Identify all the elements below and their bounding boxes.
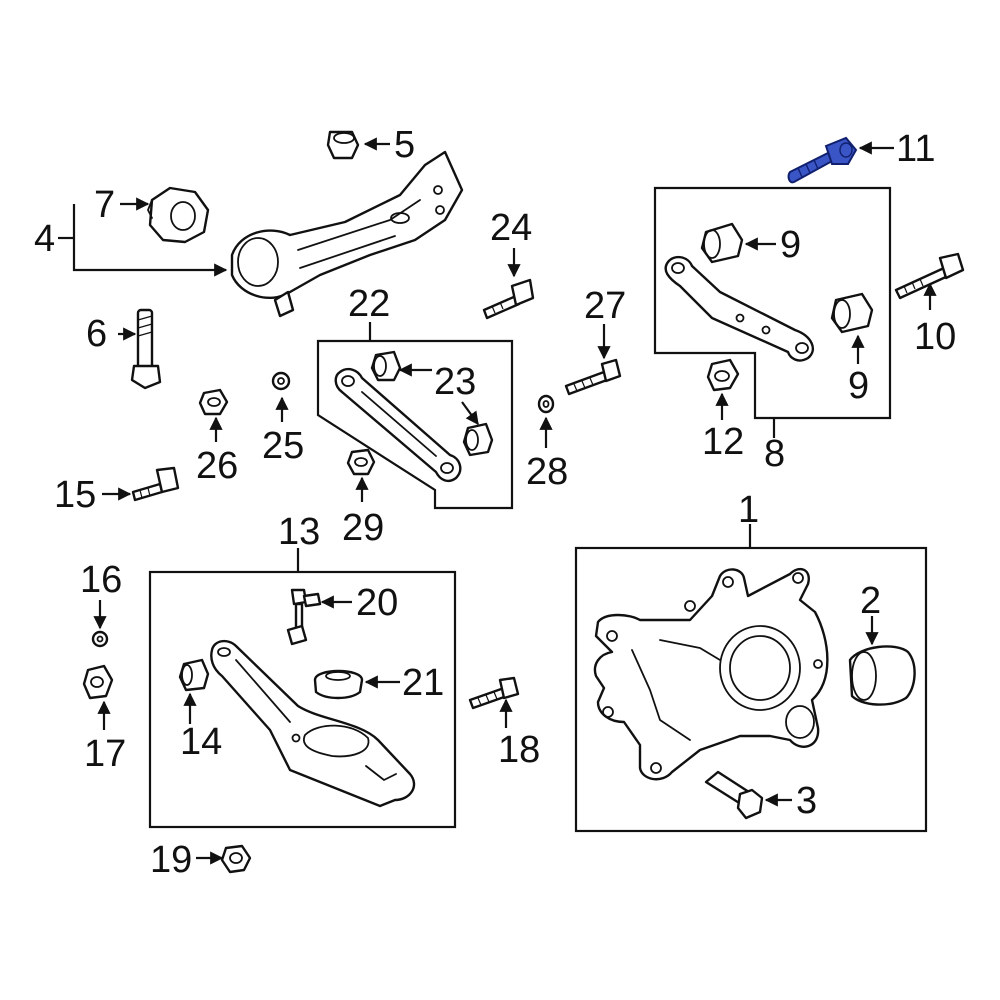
nut-part-5[interactable] <box>326 130 360 160</box>
upper-arm-part-8[interactable] <box>664 255 814 362</box>
callout-10: 10 <box>914 316 956 358</box>
callout-9-upper: 9 <box>780 224 801 266</box>
washer-part-28[interactable] <box>537 394 555 414</box>
callout-11: 11 <box>896 128 935 170</box>
lateral-link-part-22[interactable] <box>334 367 462 483</box>
callout-14: 14 <box>180 721 222 763</box>
callout-16: 16 <box>80 559 122 601</box>
callout-6: 6 <box>86 313 107 355</box>
group-box-22 <box>316 339 514 510</box>
bushing-part-2[interactable] <box>848 645 916 706</box>
callout-20: 20 <box>356 582 398 624</box>
group-box-8 <box>653 186 892 420</box>
callout-25: 25 <box>262 425 304 467</box>
trailing-arm-part[interactable] <box>230 150 464 318</box>
nut-part-12[interactable] <box>706 358 740 392</box>
callout-13: 13 <box>278 511 320 553</box>
bolt-part-27[interactable] <box>564 358 622 396</box>
bushing-part-23-lower[interactable] <box>462 422 494 457</box>
callout-23: 23 <box>434 361 476 403</box>
callout-9-lower: 9 <box>848 365 869 407</box>
bushing-part-7[interactable] <box>147 186 210 244</box>
nut-part-29[interactable] <box>346 448 376 476</box>
bolt-part-10[interactable] <box>894 252 965 300</box>
bushing-part-9-upper[interactable] <box>700 222 744 264</box>
bolt-part-11-highlighted[interactable] <box>787 136 858 184</box>
lower-arm-part-13[interactable] <box>210 639 416 808</box>
bolt-part-18[interactable] <box>468 676 520 710</box>
callout-22: 22 <box>348 283 390 325</box>
callout-5: 5 <box>394 124 415 166</box>
knuckle-part-1[interactable] <box>593 567 829 781</box>
bolt-part-15[interactable] <box>131 466 180 502</box>
nut-part-17[interactable] <box>82 664 114 700</box>
callout-2: 2 <box>860 580 881 622</box>
stabilizer-link-part-20[interactable] <box>286 588 322 646</box>
bushing-part-9-lower[interactable] <box>830 292 874 334</box>
callout-7: 7 <box>94 184 115 226</box>
callout-26: 26 <box>196 445 238 487</box>
callout-4: 4 <box>34 218 55 260</box>
callout-24: 24 <box>490 207 532 249</box>
bushing-part-14[interactable] <box>178 658 210 692</box>
bushing-part-23-upper[interactable] <box>370 350 402 382</box>
nut-part-26[interactable] <box>198 388 229 416</box>
callout-19: 19 <box>150 839 192 881</box>
group-box-13 <box>148 570 457 829</box>
callout-27: 27 <box>584 285 626 327</box>
bolt-part-3[interactable] <box>704 770 764 820</box>
washer-part-16[interactable] <box>91 630 109 648</box>
callout-28: 28 <box>526 451 568 493</box>
bolt-part-24[interactable] <box>482 278 535 320</box>
callout-8: 8 <box>764 433 785 475</box>
callout-21: 21 <box>402 662 444 704</box>
callout-1: 1 <box>738 489 759 531</box>
callout-labels: 5 7 4 6 24 22 23 25 26 15 29 27 28 11 9 … <box>34 124 956 881</box>
callout-18: 18 <box>498 729 540 771</box>
callout-12: 12 <box>702 421 744 463</box>
callout-15: 15 <box>54 474 96 516</box>
leader-lines <box>58 137 937 865</box>
washer-part-25[interactable] <box>271 371 291 391</box>
callout-29: 29 <box>342 507 384 549</box>
insulator-part-21[interactable] <box>313 669 364 700</box>
bolt-part-6[interactable] <box>130 308 162 390</box>
callout-17: 17 <box>84 733 126 775</box>
nut-part-19[interactable] <box>220 844 252 874</box>
callout-3: 3 <box>796 780 817 822</box>
